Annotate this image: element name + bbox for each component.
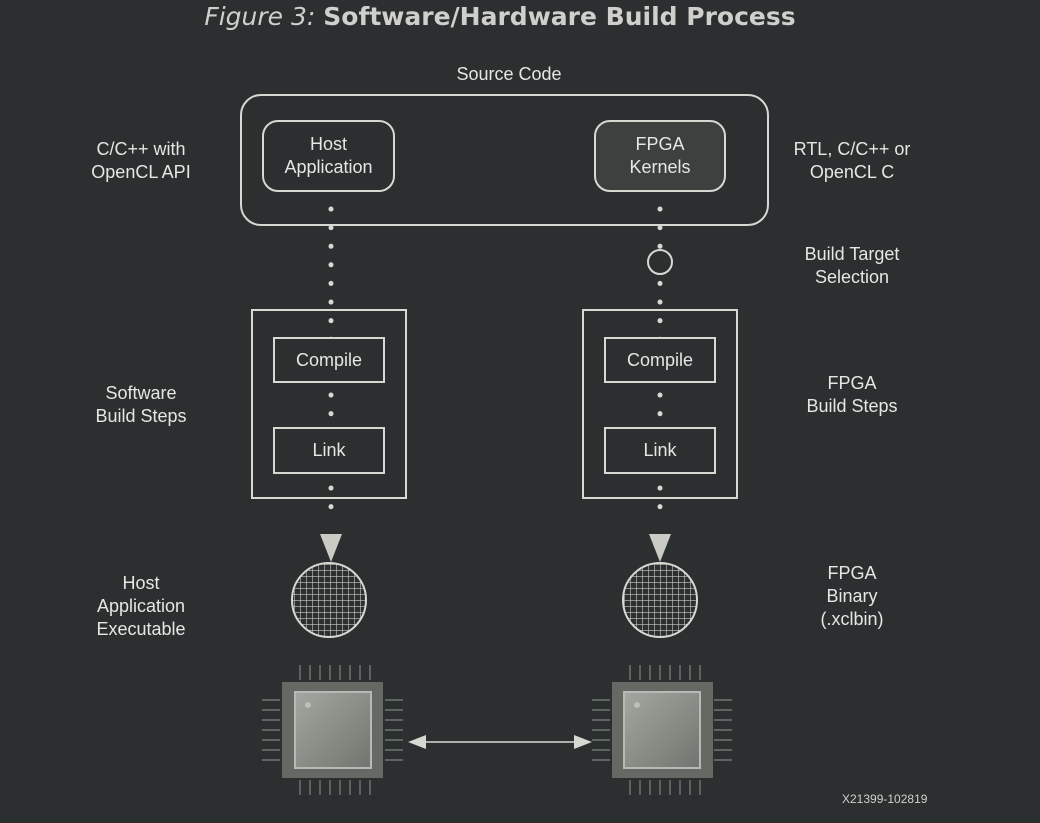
fpga-kernels-box: FPGA Kernels [594,120,726,192]
host-executable-label: Host Application Executable [96,573,186,639]
double-arrow-icon [408,735,592,749]
sw-compile-step: Compile [273,337,385,383]
wafer-icon-left [291,562,367,638]
hw-compile-step: Compile [604,337,716,383]
hw-link-step: Link [604,427,716,474]
build-target-circle [647,249,673,275]
chip-icon-left [262,665,403,795]
source-code-container [240,94,769,226]
language-label: RTL, C/C++ or OpenCL C [793,139,911,182]
figure-title-text: Software/Hardware Build Process [323,2,796,31]
host-application-box: Host Application [262,120,395,192]
figure-title: Figure 3: Software/Hardware Build Proces… [0,2,1000,31]
build-target-label: Build Target Selection [804,244,900,287]
source-code-label: Source Code [456,64,562,84]
software-build-steps-label: Software Build Steps [95,383,187,426]
figure-number: Figure 3: [204,2,316,31]
software-build-container [251,309,407,499]
fpga-binary-label: FPGA Binary (.xclbin) [820,563,884,629]
fpga-build-container [582,309,738,499]
chip-icon-right [592,665,732,795]
down-arrow-icon-right [649,534,671,562]
api-label: C/C++ with OpenCL API [91,139,191,182]
document-id: X21399-102819 [842,792,928,806]
sw-link-step: Link [273,427,385,474]
fpga-build-steps-label: FPGA Build Steps [806,373,898,416]
wafer-icon-right [622,562,698,638]
down-arrow-icon-left [320,534,342,562]
